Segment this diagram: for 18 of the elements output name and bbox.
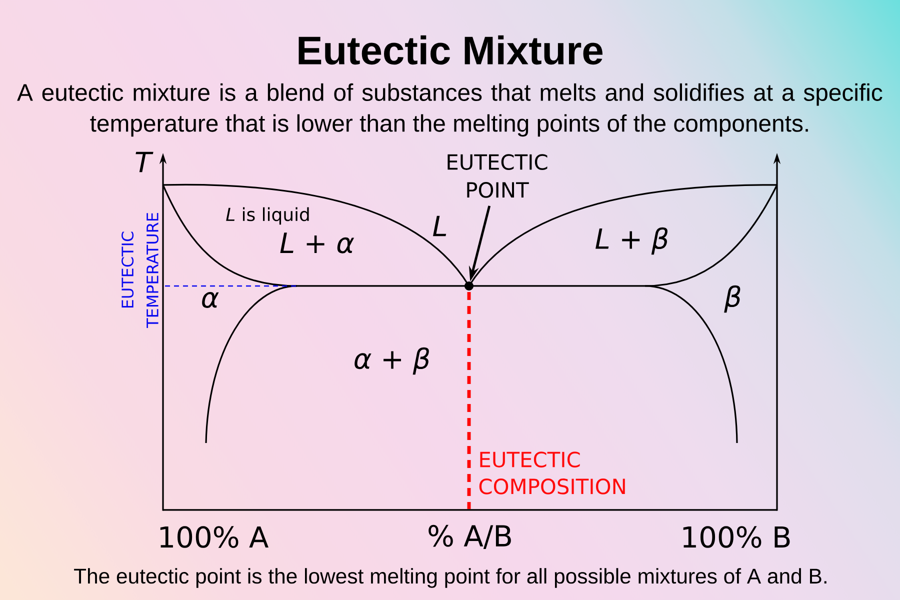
axis-label: 100% A	[160, 526, 268, 548]
region-label: α + β	[354, 347, 429, 375]
axis-label: % A/B	[428, 524, 511, 550]
callout-text: EUTECTIC POINT	[448, 154, 548, 198]
region-label: β	[724, 285, 740, 313]
guide-label: EUTECTIC COMPOSITION	[479, 452, 625, 494]
eutectic-dot	[464, 281, 474, 290]
region-label: L is liquid	[226, 207, 309, 225]
region-label: L + α	[280, 232, 354, 254]
region-label: L + β	[596, 227, 668, 255]
axis-label: 100% B	[683, 526, 790, 548]
axis-label: T	[136, 152, 154, 172]
caption: The eutectic point is the lowest melting point for all possible mixtures of A and B.	[74, 568, 826, 588]
title: Eutectic Mixture	[298, 35, 602, 65]
guide-label: EUTECTIC TEMPERATURE	[122, 213, 158, 328]
region-label: α	[202, 292, 219, 308]
description-text: A eutectic mixture is a blend of substances that melts and solidifies at a specific temperature that is lower than the melting points of the components.	[17, 83, 882, 137]
region-label: L	[432, 216, 446, 236]
